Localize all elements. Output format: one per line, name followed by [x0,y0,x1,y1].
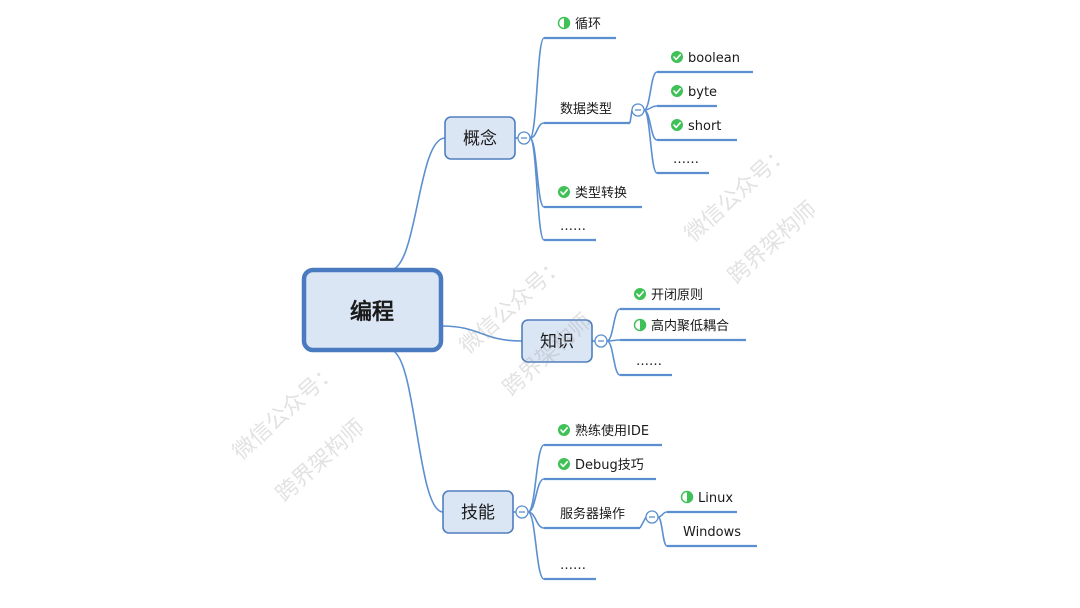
connector-windows [657,516,668,547]
topic-label: 开闭原则 [651,288,703,303]
connector-datatype [529,122,545,139]
connector-boolean [643,71,658,111]
branch-concept[interactable] [444,116,516,160]
topic-label: 编程 [350,299,394,325]
check-circle-icon [671,85,683,97]
connector-linux [657,511,668,518]
topic-label: byte [688,85,717,100]
connector-stub [639,516,647,529]
check-circle-icon-tick [673,88,681,95]
check-circle-icon [671,51,683,63]
check-circle-icon-tick [636,291,644,298]
check-circle-icon [558,424,570,436]
check-circle-icon-tick [560,461,568,468]
connector-root-concept [389,137,446,271]
topic-label: 技能 [461,503,495,523]
topic-label: Debug技巧 [575,458,644,473]
half-circle-icon-half [687,491,693,503]
topic-label: short [688,119,721,134]
check-circle-icon-tick [560,427,568,434]
topic-label: 熟练使用IDE [575,423,649,439]
connector-loop [529,37,545,139]
topic-label: 数据类型 [560,102,612,117]
check-circle-icon-tick [673,122,681,129]
connector-ocp [606,308,621,342]
topic-label: boolean [688,51,740,66]
connector-stub [629,109,633,124]
connector-skill-more [527,511,545,580]
topic-label: 循环 [575,17,601,32]
topic-label: 类型转换 [575,186,627,201]
half-circle-icon-half [640,319,646,331]
check-circle-icon [558,458,570,470]
check-circle-icon [671,119,683,131]
topic-label: …… [560,219,586,234]
connector-ide [527,444,545,513]
connector-dt-more [643,109,658,174]
topic-label: 服务器操作 [560,506,625,522]
topic-label: …… [560,558,586,573]
mind-map-connectors [389,37,668,580]
topic-label: Linux [698,491,733,506]
connector-concept-more [529,137,545,241]
check-circle-icon-tick [673,54,681,61]
connector-root-knowledge [440,325,523,342]
topic-label: 知识 [540,332,574,352]
check-circle-icon [634,288,646,300]
topic-label: Windows [683,525,741,540]
check-circle-icon-tick [560,189,568,196]
topic-label: 概念 [463,128,497,149]
topic-label: …… [636,354,662,369]
connector-root-skill [389,349,444,513]
connector-debug [527,478,545,513]
topic-label: …… [673,152,699,167]
half-circle-icon-half [564,17,570,29]
check-circle-icon [558,186,570,198]
connector-knowledge-more [606,340,621,376]
branch-knowledge[interactable] [521,319,593,363]
topic-label: 高内聚低耦合 [651,318,729,334]
root-topic[interactable] [301,267,444,353]
branch-skill[interactable] [442,490,514,534]
